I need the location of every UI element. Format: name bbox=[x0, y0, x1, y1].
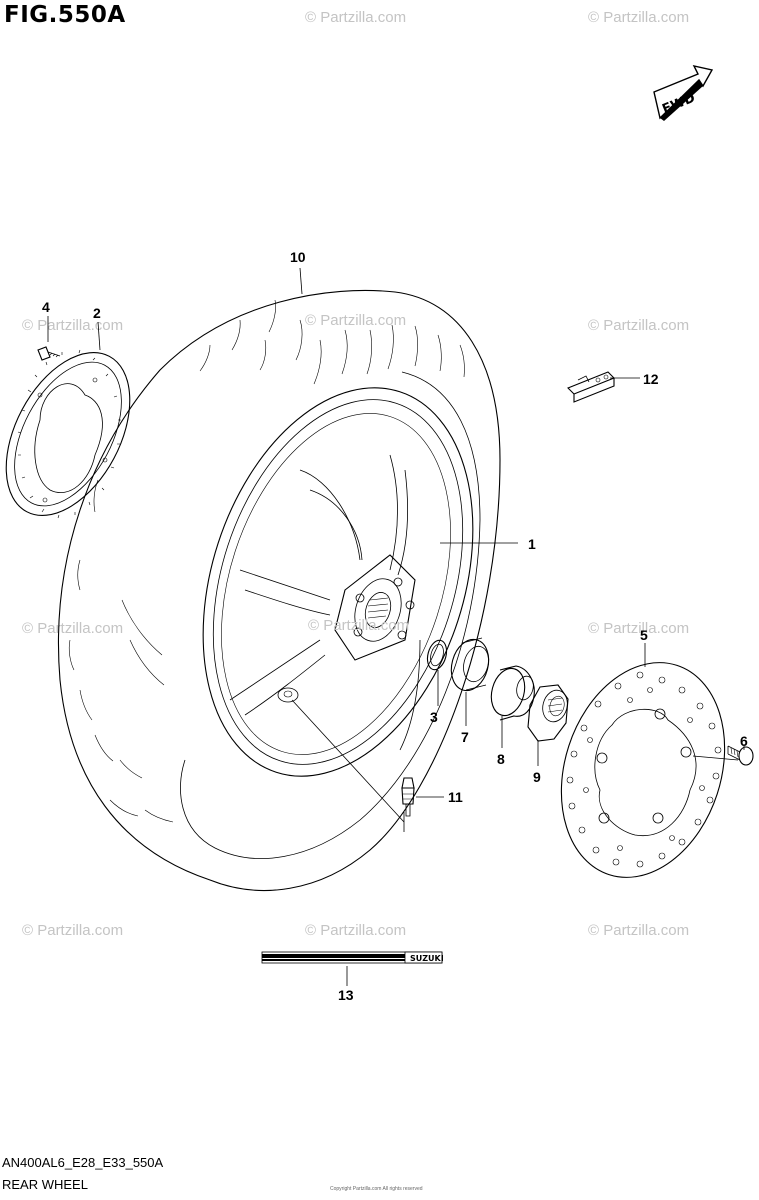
callout-6: 6 bbox=[740, 733, 748, 749]
callout-5: 5 bbox=[640, 627, 648, 643]
watermark: © Partzilla.com bbox=[305, 9, 406, 26]
brake-disc bbox=[560, 662, 726, 878]
watermarks: © Partzilla.com © Partzilla.com © Partzi… bbox=[22, 9, 689, 939]
leader-lines bbox=[47, 267, 745, 986]
callout-13: 13 bbox=[338, 987, 354, 1003]
watermark: © Partzilla.com bbox=[588, 922, 689, 939]
watermark: © Partzilla.com bbox=[22, 620, 123, 637]
callout-2: 2 bbox=[93, 305, 101, 321]
copyright-fine-print: Copyright Partzilla.com All rights reser… bbox=[330, 1186, 423, 1192]
spacer bbox=[450, 637, 490, 692]
callout-1: 1 bbox=[528, 536, 536, 552]
abs-sensor-ring bbox=[5, 349, 131, 519]
callout-9: 9 bbox=[533, 769, 541, 785]
callout-12: 12 bbox=[643, 371, 659, 387]
watermark: © Partzilla.com bbox=[588, 620, 689, 637]
callout-4: 4 bbox=[42, 299, 50, 315]
tire bbox=[57, 289, 501, 891]
figure-code: AN400AL6_E28_E33_550A bbox=[2, 1155, 164, 1170]
watermark: © Partzilla.com bbox=[305, 922, 406, 939]
decal-brand: SUZUKI bbox=[410, 954, 444, 963]
callout-3: 3 bbox=[430, 709, 438, 725]
center-watermark: © Partzilla.com bbox=[308, 617, 409, 634]
watermark: © Partzilla.com bbox=[588, 9, 689, 26]
callout-11: 11 bbox=[448, 789, 463, 805]
wheel-rim bbox=[202, 387, 474, 777]
watermark: © Partzilla.com bbox=[22, 922, 123, 939]
axle-nut bbox=[527, 684, 569, 742]
rim-decal: SUZUKI bbox=[261, 951, 444, 964]
speed-sensor bbox=[567, 371, 615, 403]
figure-name: REAR WHEEL bbox=[2, 1177, 88, 1192]
tire-valve bbox=[401, 777, 415, 817]
figure-title: FIG.550A bbox=[4, 2, 126, 28]
callout-8: 8 bbox=[497, 751, 505, 767]
fwd-arrow-icon: FWD bbox=[653, 64, 714, 121]
collar bbox=[490, 665, 535, 721]
callouts: 1 2 3 4 5 6 7 8 9 10 11 12 13 bbox=[42, 249, 748, 1003]
callout-10: 10 bbox=[290, 249, 306, 265]
o-ring bbox=[426, 639, 448, 671]
disc-bolt bbox=[727, 745, 754, 766]
callout-7: 7 bbox=[461, 729, 469, 745]
watermark: © Partzilla.com bbox=[305, 312, 406, 329]
watermark: © Partzilla.com bbox=[588, 317, 689, 334]
bolt-4 bbox=[37, 346, 61, 361]
watermark: © Partzilla.com bbox=[22, 317, 123, 334]
